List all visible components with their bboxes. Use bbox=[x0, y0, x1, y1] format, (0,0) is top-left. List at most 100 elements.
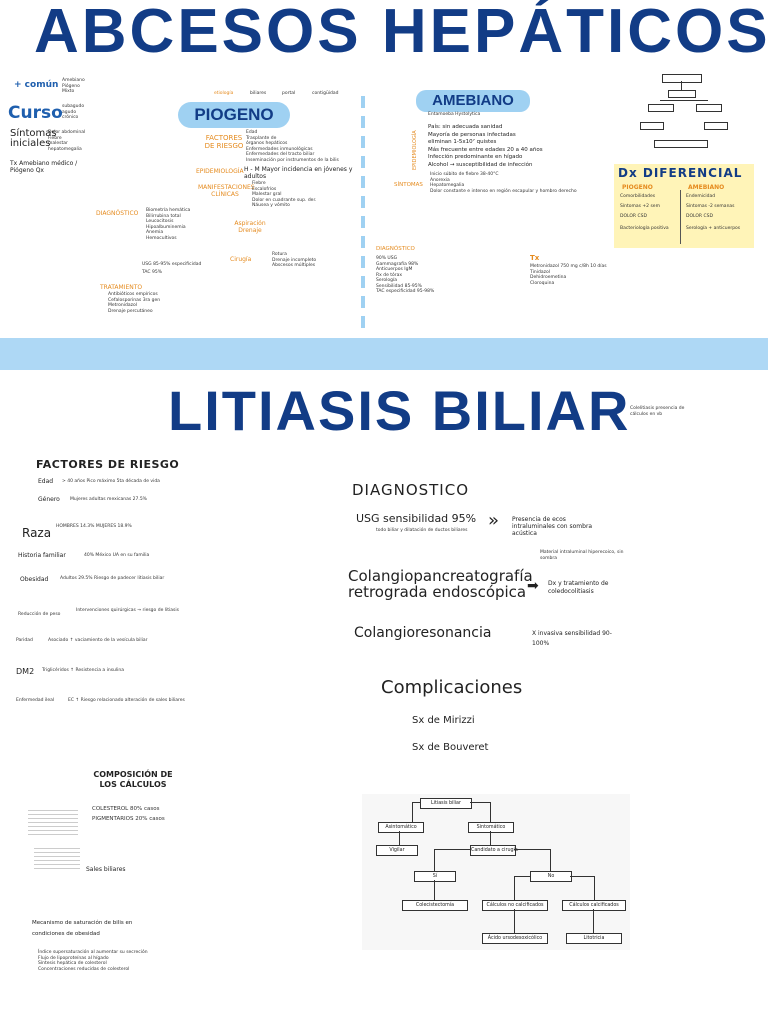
piogeno-pill: PIOGENO bbox=[178, 102, 290, 128]
tx-label-amebiano: Tx bbox=[530, 254, 540, 262]
fc-candidato: Candidato a cirugía bbox=[470, 845, 518, 856]
cpre-line: Colangiopancreatografía retrograda endos… bbox=[348, 567, 533, 601]
dx-row: Bacteriología positiva bbox=[620, 226, 669, 231]
colangio-line: Colangioresonancia bbox=[354, 625, 492, 641]
fc-connector bbox=[434, 849, 435, 871]
fc-connector bbox=[399, 831, 400, 845]
dx-diferencial-title: Dx DIFERENCIAL bbox=[618, 166, 743, 180]
factor-label: Raza bbox=[22, 526, 52, 540]
diagnostico-list-amebiano: 90% USG Gammagrafía 98% Anticuerpos IgM … bbox=[376, 256, 435, 294]
epidemiologia-text: H - M Mayor incidencia en jóvenes y adul… bbox=[244, 166, 353, 180]
usg-text-piogeno: USG 85-95% especificidad bbox=[142, 262, 202, 267]
curso-label: Curso bbox=[8, 103, 63, 123]
fc-connector bbox=[570, 876, 594, 877]
mini-connector bbox=[660, 100, 708, 101]
fc-connector bbox=[514, 876, 515, 900]
dx-col-amebiano: AMEBIANO bbox=[688, 184, 725, 191]
fc-si: Sí bbox=[414, 871, 456, 882]
fc-connector bbox=[434, 849, 470, 850]
cirugia-label: Cirugía bbox=[230, 256, 252, 263]
fc-connector bbox=[434, 880, 435, 900]
fc-connector bbox=[514, 849, 550, 850]
factor-text: 40% México UA en su familia bbox=[84, 553, 150, 558]
section-band bbox=[0, 338, 768, 370]
diagnostico-label-amebiano: DIAGNÓSTICO bbox=[376, 246, 415, 252]
fc-acido: Ácido ursodesoxicólico bbox=[482, 933, 548, 944]
composicion-title: COMPOSICIÓN DE LOS CÁLCULOS bbox=[93, 770, 173, 789]
usg-sub: todo biliar y dilatación de ductos bilia… bbox=[376, 528, 468, 533]
factor-text: EC ↑ Riesgo relacionado alteración de sa… bbox=[68, 698, 185, 703]
aspiracion-label: Aspiración Drenaje bbox=[234, 220, 266, 234]
factor-label: Historia familiar bbox=[18, 552, 66, 559]
epidemiologia-list-amebiano: País: sin adecuada sanidad Mayoría de pe… bbox=[428, 124, 543, 168]
diagnostico-list-piogeno: Biometría hemática Bilirrubina total Leu… bbox=[146, 208, 191, 241]
mini-box bbox=[696, 104, 722, 112]
fc-connector bbox=[514, 909, 515, 933]
epidemiologia-label-amebiano: EPIDEMIOLOGÍA bbox=[412, 130, 418, 170]
dx-row: DOLOR CSD bbox=[686, 214, 713, 219]
biliares-tag: biliares bbox=[250, 91, 267, 96]
mini-box bbox=[640, 122, 664, 130]
dx-row: DOLOR CSD bbox=[620, 214, 647, 219]
manifestaciones-label: MANIFESTACIONES CLÍNICAS bbox=[198, 184, 255, 198]
fc-connector bbox=[550, 849, 551, 871]
factor-label: Reducción de peso bbox=[18, 612, 61, 617]
dx-row: Endemicidad bbox=[686, 194, 716, 199]
fc-connector bbox=[490, 831, 491, 845]
factores-riesgo-list: Edad Trasplante de órganos hepáticos Enf… bbox=[246, 130, 339, 163]
fc-root: Litiasis biliar bbox=[420, 798, 472, 809]
sintomas-label: Síntomas iniciales bbox=[10, 128, 57, 149]
etiologia-tag: etiología bbox=[214, 91, 234, 96]
dx-row: Comorbilidades bbox=[620, 194, 656, 199]
fc-no-calcificados: Cálculos no calcificados bbox=[482, 900, 548, 911]
cpre-result: Dx y tratamiento de coledocolitiasis bbox=[548, 580, 609, 595]
factores-list: Edad > 40 años Pico máximo 5ta década de… bbox=[16, 478, 316, 718]
factor-text: Triglicéridos ↑ Resistencia a insulina bbox=[42, 668, 124, 673]
dx-col-piogeno: PIOGENO bbox=[622, 184, 653, 191]
dx-row: Síntomas +2 sem bbox=[620, 204, 660, 209]
mini-box bbox=[662, 74, 702, 83]
fc-connector bbox=[594, 876, 595, 900]
usg-line: USG sensibilidad 95% bbox=[356, 512, 477, 525]
fc-vigilar: Vigilar bbox=[376, 845, 418, 856]
mini-flowchart-abscesos bbox=[634, 74, 742, 156]
factor-label: Edad bbox=[38, 478, 54, 485]
mecanismo-text: Mecanismo de saturación de bilis en cond… bbox=[32, 920, 133, 937]
mini-box bbox=[648, 104, 674, 112]
page-title-abscesos: ABCESOS HEPÁTICOS bbox=[34, 0, 768, 66]
sintomas-label-amebiano: SÍNTOMAS bbox=[394, 182, 423, 188]
factor-text: HOMBRES 14.3% MUJERES 18.9% bbox=[56, 524, 132, 529]
bilirr-note: Material intraluminal hiperecoico, sin s… bbox=[540, 550, 624, 561]
usg-result: Presencia de ecos intraluminales con som… bbox=[512, 516, 593, 537]
contiguidad-tag: contigüidad bbox=[312, 91, 339, 96]
fc-litotricia: Litotricia bbox=[566, 933, 622, 944]
portal-tag: portal bbox=[282, 91, 296, 96]
fc-sintomatico: Sintomático bbox=[468, 822, 514, 833]
fc-asintomatico: Asintomático bbox=[378, 822, 424, 833]
composicion-list: COLESTEROL 80% casos PIGMENTARIOS 20% ca… bbox=[92, 806, 165, 822]
tx-list-amebiano: Metronidazol 750 mg c/8h 10 días Tinidaz… bbox=[530, 264, 607, 286]
factor-text: Intervenciones quirúrgicas → riesgo de l… bbox=[76, 608, 179, 613]
cirugia-list: Rotura Drenaje incompleto Abscesos múlti… bbox=[272, 252, 317, 268]
cpre-arrow-icon: ➡ bbox=[527, 578, 539, 594]
amebiano-pill: AMEBIANO bbox=[416, 90, 530, 112]
tac-text-piogeno: TAC 95% bbox=[142, 270, 162, 275]
factor-label: Obesidad bbox=[20, 576, 49, 583]
complicacion-mirizzi: Sx de Mirizzi bbox=[412, 715, 475, 726]
mas-comun-label: + común bbox=[14, 80, 59, 90]
fc-connector bbox=[490, 802, 491, 822]
fc-no: No bbox=[530, 871, 572, 882]
colangio-result: X invasiva sensibilidad 90-100% bbox=[532, 630, 612, 647]
factor-text: Adultos 29.5% Riesgo de padecer litiasis… bbox=[60, 576, 165, 581]
fc-connector bbox=[412, 802, 413, 822]
tx-note: Tx Amebiano médico / Piógeno Qx bbox=[10, 160, 78, 174]
complicacion-bouveret: Sx de Bouveret bbox=[412, 742, 489, 753]
fc-connector bbox=[514, 876, 530, 877]
page-title-litiasis: LITIASIS BILIAR bbox=[168, 379, 631, 442]
tratamiento-label: TRATAMIENTO bbox=[100, 284, 143, 291]
tratamiento-list: Antibióticos empíricos Cefalosporinas 3r… bbox=[108, 292, 161, 314]
factor-label: Enfermedad ileal bbox=[16, 698, 55, 703]
mini-connector bbox=[681, 81, 682, 90]
dx-row: Síntomas -2 semanas bbox=[686, 204, 735, 209]
dx-row: Serología + anticuerpos bbox=[686, 226, 741, 231]
